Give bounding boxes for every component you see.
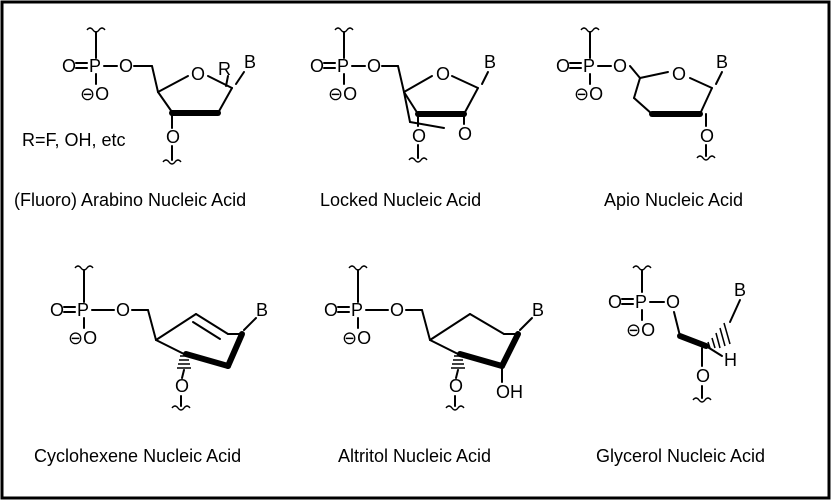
base-label: B: [716, 52, 728, 72]
panel-altritol: P O O ⊖O B OH O Altritol Nucleic Acid: [324, 265, 544, 466]
phosphorus-label: P: [583, 56, 595, 76]
substituent-note: R=F, OH, etc: [22, 130, 126, 150]
caption-arabino: (Fluoro) Arabino Nucleic Acid: [14, 190, 246, 210]
phosphorus-label: P: [337, 56, 349, 76]
hashed-bond: [451, 355, 465, 369]
phosphoryl-oxygen-label: O: [62, 56, 76, 76]
base-label: B: [484, 52, 496, 72]
ester-oxygen-label: O: [613, 56, 627, 76]
phosphoryl-oxygen-label: O: [50, 300, 64, 320]
phosphoryl-oxygen-label: O: [310, 56, 324, 76]
substituent-r-label: R: [218, 59, 231, 79]
ester-oxygen-label: O: [116, 300, 130, 320]
3-oxygen-label: O: [696, 366, 710, 386]
3-oxygen-label: O: [700, 126, 714, 146]
ring-oxygen-label: O: [672, 64, 686, 84]
bridge-oxygen-label: O: [458, 124, 472, 144]
anionic-oxygen-label: ⊖O: [574, 84, 603, 104]
panel-arabino: P O O ⊖O O R B O R=F, OH, etc (Fluoro) A…: [14, 27, 256, 210]
ester-oxygen-label: O: [119, 56, 133, 76]
caption-apio: Apio Nucleic Acid: [604, 190, 743, 210]
phosphoryl-oxygen-label: O: [324, 300, 338, 320]
hydroxyl-label: OH: [496, 382, 523, 402]
3-oxygen-label: O: [175, 376, 189, 396]
ester-oxygen-label: O: [367, 56, 381, 76]
panel-cyclohexene: P O O ⊖O B O Cyclohexene Nucleic Acid: [34, 265, 268, 466]
anionic-oxygen-label: ⊖O: [342, 328, 371, 348]
caption-locked: Locked Nucleic Acid: [320, 190, 481, 210]
caption-cyclohexene: Cyclohexene Nucleic Acid: [34, 446, 241, 466]
3-oxygen-label: O: [166, 127, 180, 147]
ester-oxygen-label: O: [390, 300, 404, 320]
panel-locked: P O O ⊖O O B O O Locked Nucleic Acid: [310, 27, 496, 210]
3-oxygen-label: O: [412, 126, 426, 146]
hashed-bond: [707, 322, 731, 349]
caption-glycerol: Glycerol Nucleic Acid: [596, 446, 765, 466]
phosphorus-label: P: [635, 292, 647, 312]
phosphoryl-oxygen-label: O: [608, 292, 622, 312]
base-label: B: [532, 300, 544, 320]
wavy-bond-bottom: [162, 159, 182, 165]
hashed-bond: [177, 355, 191, 369]
ester-oxygen-label: O: [666, 292, 680, 312]
base-label: B: [244, 52, 256, 72]
ring-oxygen-label: O: [191, 64, 205, 84]
panel-apio: P O O ⊖O O B O Apio Nucleic Acid: [556, 27, 743, 210]
base-label: B: [256, 300, 268, 320]
anionic-oxygen-label: ⊖O: [68, 328, 97, 348]
phosphoryl-oxygen-label: O: [556, 56, 570, 76]
phosphorus-label: P: [351, 300, 363, 320]
phosphorus-label: P: [89, 56, 101, 76]
base-label: B: [734, 280, 746, 300]
anionic-oxygen-label: ⊖O: [328, 84, 357, 104]
panel-glycerol: P O O ⊖O B H O Glycerol Nucleic Acid: [596, 265, 765, 466]
anionic-oxygen-label: ⊖O: [80, 84, 109, 104]
caption-altritol: Altritol Nucleic Acid: [338, 446, 491, 466]
3-oxygen-label: O: [449, 376, 463, 396]
hydrogen-label: H: [724, 350, 737, 370]
ring-oxygen-label: O: [436, 64, 450, 84]
phosphorus-label: P: [77, 300, 89, 320]
anionic-oxygen-label: ⊖O: [626, 320, 655, 340]
